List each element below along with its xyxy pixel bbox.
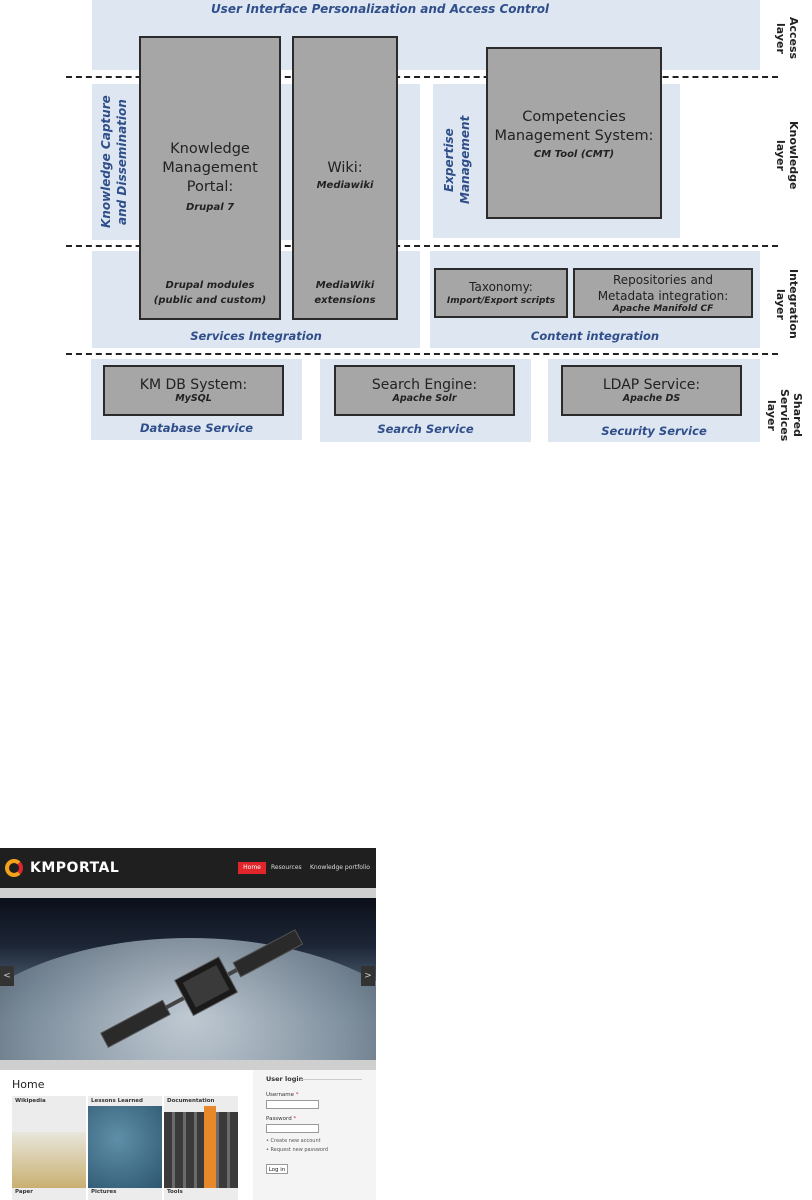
wiki-sub: Mediawiki [316,180,374,191]
mediawiki-ext-label: MediaWiki extensions [314,280,376,306]
km-portal-sub: Drupal 7 [185,202,235,213]
wiki-title: Wiki: [327,160,363,176]
cms-title: Competencies Management System: [494,109,654,144]
nav-resources[interactable]: Resources [271,864,302,871]
chalkboard-image [88,1106,162,1188]
search-engine-sub: Apache Solr [392,393,457,404]
hero-carousel[interactable]: < > [0,898,376,1060]
nav-home[interactable]: Home [238,862,266,874]
portal-brand[interactable]: KMPORTAL [30,860,120,876]
shared-layer-label: Shared Services layer [765,388,804,442]
orange-binder [204,1106,216,1188]
database-service-label: Database Service [139,421,253,435]
knowledge-layer-label: Knowledge layer [774,120,800,190]
nav-knowledge-portfolio[interactable]: Knowledge portfolio [310,864,370,871]
cms-box [486,47,662,219]
tile-tools-label[interactable]: Tools [167,1189,183,1195]
password-input[interactable] [266,1124,319,1133]
carousel-prev-button[interactable]: < [0,966,14,986]
services-integration-label: Services Integration [190,329,322,343]
create-account-link[interactable]: • Create new account [266,1138,321,1144]
integration-layer-label: Integration layer [774,269,800,339]
login-button[interactable]: Log in [266,1164,288,1174]
request-password-text: Request new password [270,1147,329,1153]
tile-pictures-label[interactable]: Pictures [91,1189,117,1195]
wiki-box [292,36,398,320]
username-input[interactable] [266,1100,319,1109]
tile-wikipedia-label: Wikipedia [15,1098,46,1104]
taxonomy-box: Taxonomy: Import/Export scripts [434,268,568,318]
portal-logo-icon [5,859,23,877]
tile-lessons-learned-label: Lessons Learned [91,1098,143,1104]
tile-documentation[interactable]: Documentation [164,1096,238,1200]
km-db-box: KM DB System: MySQL [103,365,284,416]
taxonomy-title: Taxonomy: [469,280,533,294]
km-db-title: KM DB System: [139,377,248,393]
access-layer-title: User Interface Personalization and Acces… [210,2,550,16]
password-required-mark: * [293,1116,297,1122]
login-title-rule [300,1079,362,1080]
drupal-modules-label: Drupal modules (public and custom) [153,280,267,306]
search-service-label: Search Service [377,422,474,436]
login-title: User login [266,1075,304,1083]
taxonomy-sub: Import/Export scripts [446,296,556,306]
globe-books-image [12,1132,86,1188]
repositories-box: Repositories and Metadata integration: A… [573,268,753,318]
password-label-text: Password [266,1116,292,1122]
tile-lessons-learned[interactable]: Lessons Learned [88,1096,162,1200]
username-required-mark: * [295,1092,299,1098]
ldap-sub: Apache DS [622,393,681,404]
username-label-text: Username [266,1092,295,1098]
km-portal-title: Knowledge Management Portal: [162,141,258,195]
repositories-sub: Apache Manifold CF [612,304,714,314]
architecture-diagram: User Interface Personalization and Acces… [0,0,812,450]
knowledge-capture-label: Knowledge Capture and Dissemination [99,95,129,229]
search-engine-title: Search Engine: [371,377,478,393]
content-integration-label: Content integration [530,329,660,343]
divider-1 [66,76,778,78]
portal-screenshot: KMPORTAL Home Resources Knowledge portfo… [0,848,376,1200]
expertise-label: Expertise Management [442,115,472,205]
security-service-label: Security Service [601,424,707,438]
cms-sub: CM Tool (CMT) [533,149,615,160]
page-title: Home [12,1078,45,1091]
portal-topbar: KMPORTAL Home Resources Knowledge portfo… [0,848,376,888]
divider-2 [66,245,778,247]
username-label: Username * [266,1092,299,1098]
binders-image [164,1112,238,1188]
satellite-image [100,929,304,1048]
carousel-bottom-strip [0,1060,376,1070]
divider-3 [66,353,778,355]
ldap-box: LDAP Service: Apache DS [561,365,742,416]
ldap-title: LDAP Service: [602,377,701,393]
sidebar [253,1070,376,1200]
tile-paper-label[interactable]: Paper [15,1189,33,1195]
repositories-title: Repositories and Metadata integration: [597,273,729,303]
km-portal-box [139,36,281,320]
km-db-sub: MySQL [175,393,212,404]
search-engine-box: Search Engine: Apache Solr [334,365,515,416]
create-account-text: Create new account [270,1138,321,1144]
request-password-link[interactable]: • Request new password [266,1147,329,1153]
carousel-next-button[interactable]: > [361,966,375,986]
topbar-strip [0,888,376,898]
password-label: Password * [266,1116,296,1122]
tile-wikipedia[interactable]: Wikipedia [12,1096,86,1200]
tile-documentation-label: Documentation [167,1098,215,1104]
access-layer-label: Access layer [774,16,800,60]
